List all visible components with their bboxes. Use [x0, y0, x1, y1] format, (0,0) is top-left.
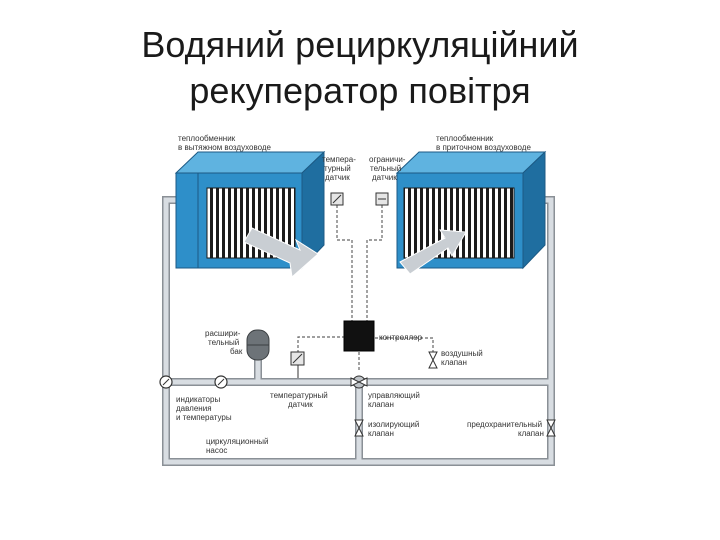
shutoff-valve-icon	[354, 419, 364, 437]
label-control-valve: управляющий клапан	[368, 391, 422, 409]
limit-sensor	[375, 192, 389, 206]
label-temp-sensor-top: темпера- турный датчик	[322, 155, 358, 182]
airflow-arrow-supply	[399, 229, 467, 275]
diagram-labels: теплообменник в вытяжном воздуховоде теп…	[176, 134, 544, 455]
label-temp-sensor-bottom: температурный датчик	[270, 391, 330, 409]
label-hx-exhaust: теплообменник в вытяжном воздуховоде	[178, 134, 272, 152]
controller-box	[343, 320, 375, 352]
heat-exchanger-supply	[395, 150, 547, 275]
label-pump: циркуляционный насос	[206, 437, 271, 455]
page-title: Водяний рециркуляційний рекуператор пові…	[0, 22, 720, 114]
label-limit-sensor: ограничи- тельный датчик	[369, 155, 408, 182]
label-air-valve: воздушный клапан	[441, 349, 485, 367]
control-valve-icon	[350, 375, 368, 389]
title-line-1: Водяний рециркуляційний	[141, 24, 579, 65]
label-safety-valve: предохранительный клапан	[467, 420, 544, 438]
temperature-sensor-bottom	[290, 351, 305, 378]
heat-exchanger-exhaust	[174, 150, 326, 278]
label-shutoff-valve: изолирующий клапан	[368, 420, 422, 438]
label-expansion-tank: расшири- тельный бак	[205, 329, 243, 356]
gauge-icon-middle	[214, 375, 228, 389]
title-line-2: рекуператор повітря	[189, 70, 531, 111]
temperature-sensor-top	[330, 192, 344, 206]
safety-valve-icon	[546, 419, 556, 437]
air-valve-icon	[428, 351, 438, 369]
airflow-arrow-exhaust	[243, 227, 319, 278]
expansion-tank	[246, 329, 270, 361]
gauge-icon-left	[159, 375, 173, 389]
control-wiring	[297, 180, 434, 372]
label-hx-supply: теплообменник в приточном воздуховоде	[436, 134, 531, 152]
label-indicators: индикаторы давления и температуры	[176, 395, 232, 422]
label-controller: контроллер	[379, 333, 423, 342]
